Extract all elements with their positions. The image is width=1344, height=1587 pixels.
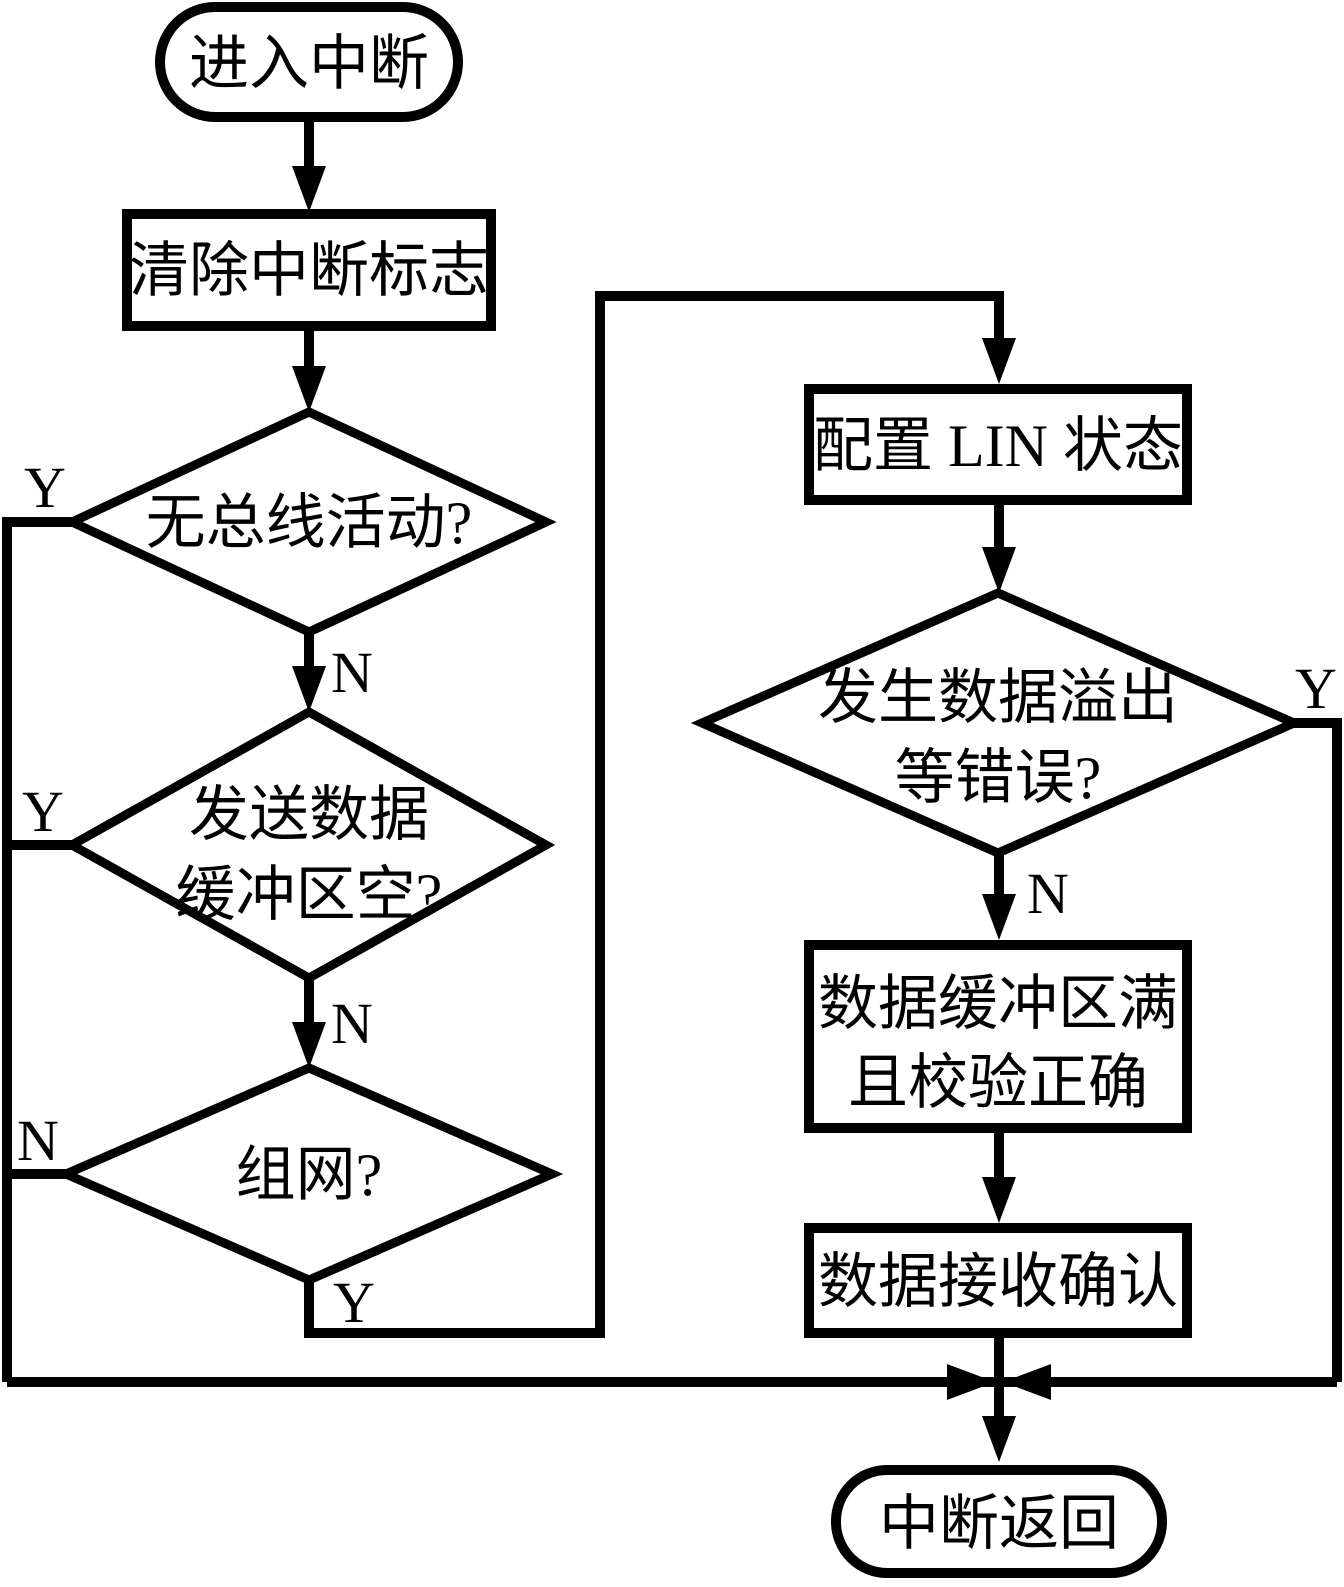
- node-tx-buffer-empty-label-line2: 缓冲区空?: [176, 862, 443, 928]
- edge-overflow-yes-right-rail: [1294, 718, 1342, 1382]
- arrowhead-into-networking: [292, 1022, 326, 1068]
- node-buffer-full-label-line2: 且校验正确: [848, 1050, 1148, 1116]
- label-networking-yes: Y: [333, 1270, 375, 1335]
- arrowhead-into-nobus: [292, 366, 326, 412]
- node-tx-buffer-empty-diamond: [62, 706, 556, 984]
- node-overflow-error-label-line2: 等错误?: [895, 745, 1102, 811]
- node-start-terminal: [155, 2, 463, 122]
- node-end-terminal: [831, 1465, 1167, 1578]
- arrowhead-into-overflow: [982, 547, 1016, 593]
- arrowhead-into-bufferfull: [982, 894, 1016, 940]
- label-nobus-yes: Y: [24, 455, 66, 520]
- node-clear-flag-label: 清除中断标志: [129, 238, 489, 304]
- arrowhead-into-rxack: [982, 1177, 1016, 1223]
- node-networking-label: 组网?: [236, 1142, 383, 1208]
- node-clear-flag-box: [122, 209, 496, 331]
- label-txbuffer-yes: Y: [22, 779, 64, 844]
- node-buffer-full-box: [804, 940, 1192, 1133]
- node-config-lin-box: [804, 384, 1192, 505]
- node-no-bus-activity-diamond: [61, 407, 557, 637]
- label-overflow-no: N: [1027, 861, 1069, 926]
- arrowhead-into-txbuffer: [292, 666, 326, 712]
- label-txbuffer-no: N: [331, 991, 373, 1056]
- node-no-bus-activity-label: 无总线活动?: [146, 490, 473, 556]
- arrowhead-bottom-right-converge: [1003, 1364, 1051, 1400]
- edge-networking-yes-to-config: [304, 291, 1004, 1338]
- label-overflow-yes: Y: [1295, 656, 1337, 721]
- arrowhead-into-config: [982, 338, 1016, 384]
- node-rx-ack-label: 数据接收确认: [818, 1249, 1178, 1315]
- node-config-lin-label: 配置 LIN 状态: [813, 413, 1183, 479]
- node-overflow-error-diamond: [690, 588, 1306, 858]
- node-buffer-full-label-line1: 数据缓冲区满: [818, 971, 1178, 1037]
- label-networking-no: N: [17, 1108, 59, 1173]
- arrowhead-bottom-left-converge: [947, 1364, 995, 1400]
- node-rx-ack-box: [804, 1223, 1192, 1338]
- arrowhead-into-clear: [292, 166, 326, 212]
- arrowhead-into-end: [982, 1416, 1016, 1462]
- node-start-label: 进入中断: [189, 31, 429, 97]
- node-tx-buffer-empty-label-line1: 发送数据: [189, 782, 429, 848]
- node-end-label: 中断返回: [879, 1491, 1119, 1557]
- node-networking-diamond: [54, 1063, 564, 1285]
- label-nobus-no: N: [331, 640, 373, 705]
- node-overflow-error-label-line1: 发生数据溢出: [818, 665, 1178, 731]
